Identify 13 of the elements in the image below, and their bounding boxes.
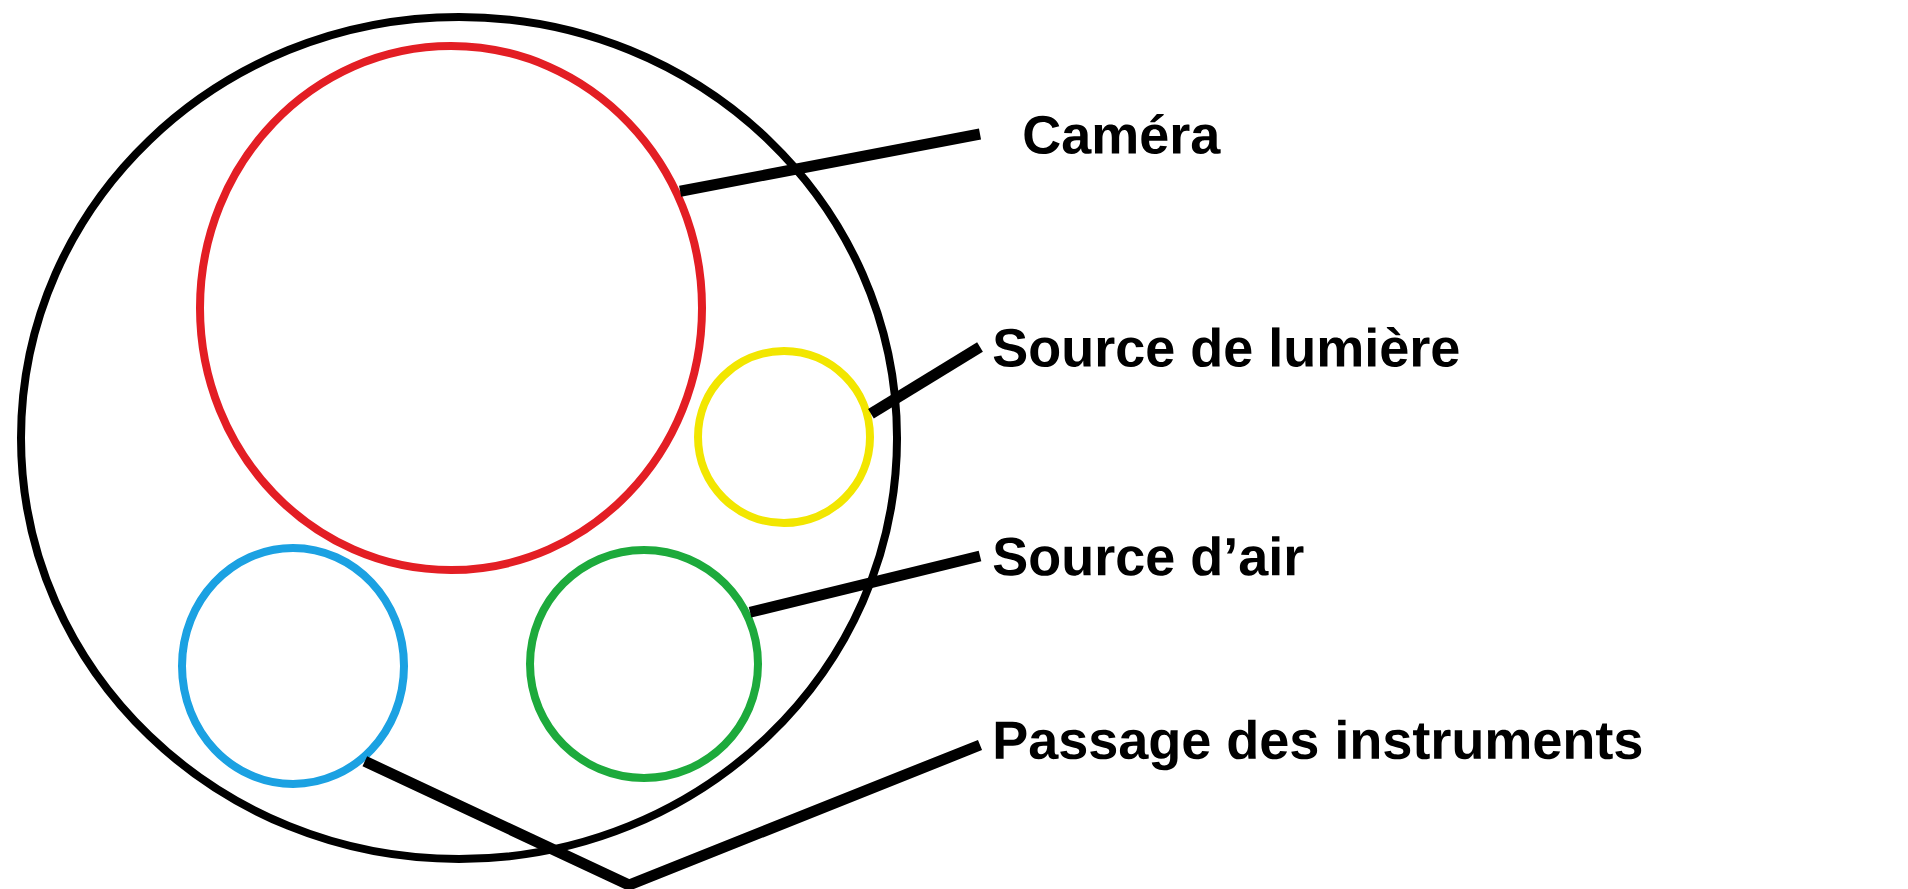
- leader-line: [679, 128, 982, 197]
- leader-line: [362, 739, 983, 889]
- channel-circle: [526, 546, 762, 782]
- part-label: Passage des instruments: [995, 719, 1642, 771]
- part-label: Source de lumière: [993, 326, 1459, 368]
- part-label: Caméra: [1024, 113, 1221, 155]
- part-label: Source d’air: [993, 536, 1304, 576]
- channel-circle: [196, 42, 706, 574]
- leader-line: [748, 550, 982, 618]
- leader-line: [868, 342, 983, 419]
- channel-circle: [694, 347, 874, 527]
- outer-circle: [17, 13, 901, 863]
- channel-circle: [178, 544, 408, 788]
